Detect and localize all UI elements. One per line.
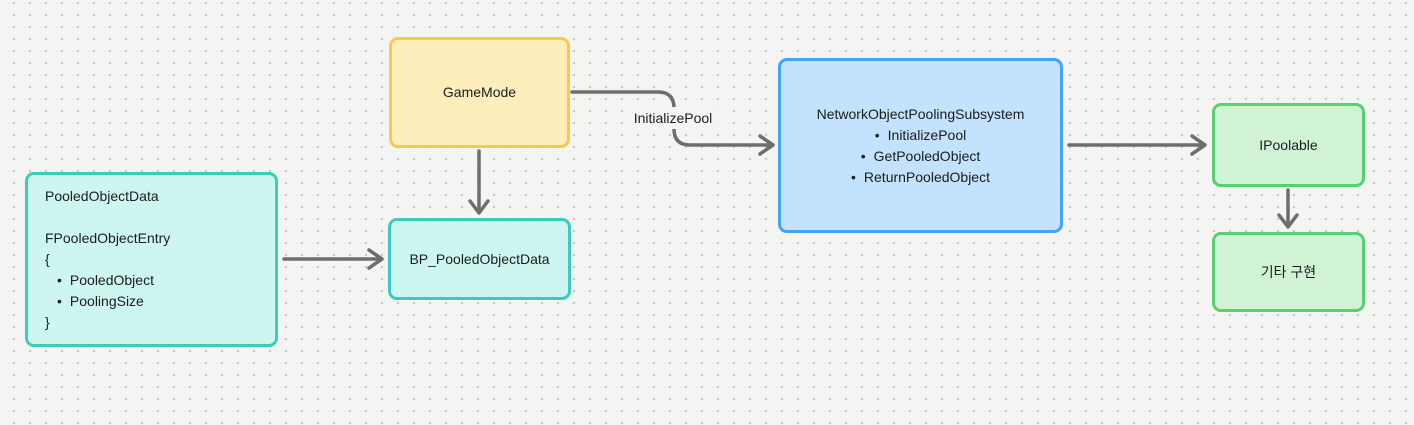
subsystem-title: NetworkObjectPoolingSubsystem xyxy=(816,105,1025,122)
blank-line xyxy=(45,207,258,228)
bullet-icon: • xyxy=(57,293,62,309)
field-item: • PoolingSize xyxy=(45,291,258,312)
node-game-mode: GameMode xyxy=(389,37,570,148)
method-label: ReturnPooledObject xyxy=(863,168,990,185)
pooled-object-data-title: PooledObjectData xyxy=(45,188,159,204)
bullet-icon: • xyxy=(851,168,856,185)
node-pooled-object-data: PooledObjectData FPooledObjectEntry { • … xyxy=(25,172,278,347)
field-label: PoolingSize xyxy=(69,293,144,309)
node-network-object-pooling-subsystem: NetworkObjectPoolingSubsystem • Initiali… xyxy=(778,58,1063,233)
node-ipoolable: IPoolable xyxy=(1212,103,1365,187)
arrowhead-gamemode-to-subsystem xyxy=(758,134,775,156)
field-label: PooledObject xyxy=(69,272,154,288)
ipoolable-label: IPoolable xyxy=(1259,136,1318,153)
method-item: • InitializePool xyxy=(875,125,967,146)
arrowhead-gamemode-to-bp xyxy=(468,199,490,215)
field-item: • PooledObject xyxy=(45,270,258,291)
node-other-implementation: 기타 구현 xyxy=(1212,232,1365,312)
bullet-icon: • xyxy=(57,272,62,288)
method-label: InitializePool xyxy=(887,126,967,143)
arrowhead-ipoolable-to-other xyxy=(1277,213,1299,229)
brace-open: { xyxy=(45,251,50,267)
arrowhead-subsystem-to-ipoolable xyxy=(1190,134,1207,156)
other-implementation-label: 기타 구현 xyxy=(1260,263,1317,280)
bullet-icon: • xyxy=(874,126,880,143)
brace-close: } xyxy=(45,314,50,330)
bp-pooled-object-data-label: BP_PooledObjectData xyxy=(409,250,550,267)
edge-label-initialize-pool: InitializePool xyxy=(627,107,719,129)
method-label: GetPooledObject xyxy=(873,147,981,164)
method-item: • ReturnPooledObject xyxy=(851,167,990,188)
arrowhead-pooledobjectdata-to-bp xyxy=(367,248,384,270)
bullet-icon: • xyxy=(860,147,866,164)
node-bp-pooled-object-data: BP_PooledObjectData xyxy=(388,218,571,300)
method-item: • GetPooledObject xyxy=(861,146,981,167)
struct-name: FPooledObjectEntry xyxy=(45,230,171,246)
game-mode-label: GameMode xyxy=(442,84,517,100)
